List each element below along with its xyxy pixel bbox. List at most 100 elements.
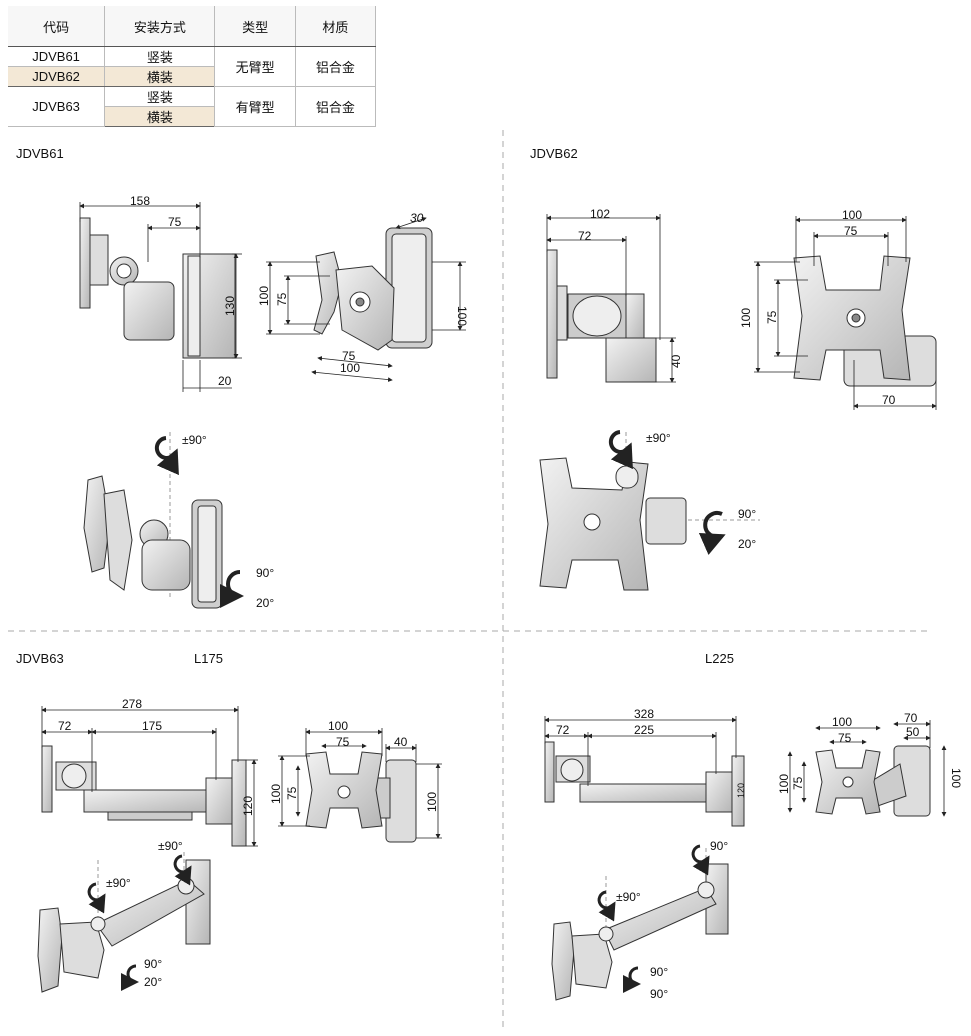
dim-75: 75 [342,349,356,363]
jdvb62-side-dim-labels: 102 72 40 [578,207,683,368]
rotation-label: 90° [650,987,668,1001]
dim-100: 100 [328,719,348,733]
rotation-label: 90° [710,839,728,853]
jdvb62-side-dims [546,214,676,383]
l225-iso-view [551,848,729,1001]
cell-material: 铝合金 [295,46,377,87]
l225-front-dim-labels: 100 75 70 50 100 75 100 [777,711,963,794]
l225-rotation-labels: 90° ±90° 90° 90° [616,839,728,1001]
dim-100: 100 [257,286,271,306]
rotation-label: ±90° [158,839,183,853]
dim-40: 40 [394,735,408,749]
cell-code: JDVB62 [8,66,106,87]
table-row: JDVB62 横装 [8,66,376,87]
rotation-label: 90° [144,957,162,971]
section-title-jdvb63: JDVB63 [16,651,64,666]
l225-side-dim-labels: 328 72 225 120 [556,707,746,798]
cell-code: JDVB61 [8,46,106,67]
jdvb63-side-view [41,745,247,847]
spec-header-row: 代码 安装方式 类型 材质 [8,6,377,47]
jdvb61-side-dim-labels: 158 75 130 20 [130,194,237,388]
jdvb63-front-view [305,751,417,843]
header-code: 代码 [8,6,106,47]
spec-table: 代码 安装方式 类型 材质 JDVB61 竖装 无臂型 铝合金 JDVB62 横… [8,6,377,127]
rotation-arrows-l225 [597,844,710,993]
dim-100: 100 [777,774,791,794]
dim-75: 75 [838,731,852,745]
dim-40: 40 [669,354,683,368]
dim-75: 75 [844,224,858,238]
jdvb61-side-dims [79,202,242,392]
cell-material: 铝合金 [295,86,377,127]
jdvb62-front-dims [754,216,937,410]
dim-100: 100 [739,308,753,328]
length-label-l225: L225 [705,651,734,666]
rotation-label: ±90° [182,433,207,447]
dim-75: 75 [765,310,779,324]
dim-120: 120 [241,796,255,816]
cell-code: JDVB63 [8,86,106,127]
dim-50: 50 [906,725,920,739]
jdvb61-rotation-labels: ±90° 90° 20° [182,433,274,610]
dim-130: 130 [223,296,237,316]
dim-70: 70 [882,393,896,407]
header-mount: 安装方式 [104,6,216,47]
rotation-label: 20° [256,596,274,610]
header-material: 材质 [295,6,377,47]
dim-72: 72 [578,229,592,243]
jdvb61-front-dim-labels: 30 100 75 75 100 100 [257,211,469,375]
rotation-label: 90° [738,507,756,521]
jdvb61-side-view [79,217,236,359]
header-type: 类型 [214,6,296,47]
dim-100: 100 [340,361,360,375]
jdvb63-side-dim-labels: 278 72 175 120 [58,697,255,816]
dim-100: 100 [949,768,963,788]
dim-75: 75 [791,776,805,790]
dim-100: 100 [455,306,469,326]
table-row: JDVB63 竖装 有臂型 铝合金 [8,86,377,127]
dim-100: 100 [425,792,439,812]
dim-75: 75 [336,735,350,749]
dim-20: 20 [218,374,232,388]
dim-72: 72 [556,723,570,737]
table-row: 横装 [8,106,376,127]
l225-side-dims [544,716,737,786]
dim-100: 100 [832,715,852,729]
rotation-arrows-jdvb62 [608,430,726,555]
cell-type: 有臂型 [214,86,296,127]
cell-mount: 横装 [104,66,216,87]
jdvb62-rotation-labels: ±90° 90° 20° [646,431,756,551]
dim-158: 158 [130,194,150,208]
section-dividers [8,130,932,1030]
l225-front-dims [787,720,947,817]
length-label-l175: L175 [194,651,223,666]
dim-278: 278 [122,697,142,711]
rotation-arrows-jdvb63 [87,854,192,991]
l225-front-view [815,745,931,817]
dim-75: 75 [285,786,299,800]
dim-102: 102 [590,207,610,221]
dim-120: 120 [736,783,746,798]
rotation-label: 20° [144,975,162,989]
dim-70: 70 [904,711,918,725]
rotation-label: 90° [256,566,274,580]
dim-175: 175 [142,719,162,733]
dim-72: 72 [58,719,72,733]
dim-75: 75 [275,292,289,306]
rotation-label: 90° [650,965,668,979]
dim-225: 225 [634,723,654,737]
jdvb61-front-dims [266,216,466,382]
jdvb63-front-dims [278,728,442,839]
cell-mount: 竖装 [104,86,216,107]
jdvb62-iso-view [539,432,760,591]
jdvb62-side-view [546,249,657,383]
dim-75: 75 [168,215,182,229]
dim-30: 30 [410,211,424,225]
rotation-label: ±90° [646,431,671,445]
cell-type: 无臂型 [214,46,296,87]
cell-mount: 竖装 [104,46,216,67]
jdvb63-rotation-labels: ±90° ±90° 90° 20° [106,839,183,989]
dim-100: 100 [269,784,283,804]
section-title-jdvb61: JDVB61 [16,146,64,161]
